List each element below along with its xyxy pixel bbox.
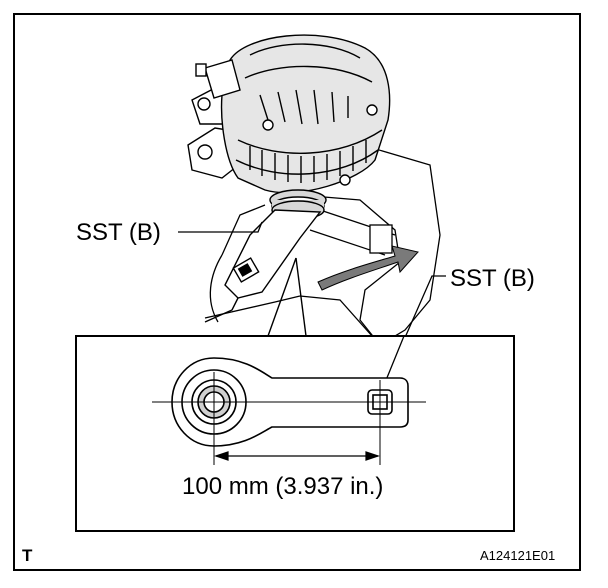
callout-line — [267, 257, 297, 337]
label-sst-right: SST (B) — [450, 265, 535, 292]
sst-wrench-top — [204, 209, 322, 323]
label-sst-left: SST (B) — [76, 219, 161, 246]
detail-box — [75, 335, 515, 532]
leader-line-left — [178, 221, 263, 233]
dimension-line — [214, 451, 380, 461]
dimension-label: 100 mm (3.937 in.) — [182, 473, 383, 500]
center-lines — [152, 372, 426, 465]
corner-mark: T — [22, 546, 33, 565]
alternator — [187, 34, 391, 220]
engine-background — [204, 139, 441, 346]
figure-id: A124121E01 — [480, 548, 555, 563]
outer-frame — [13, 13, 581, 571]
callout-line — [295, 257, 307, 337]
rotation-arrow — [317, 245, 419, 291]
